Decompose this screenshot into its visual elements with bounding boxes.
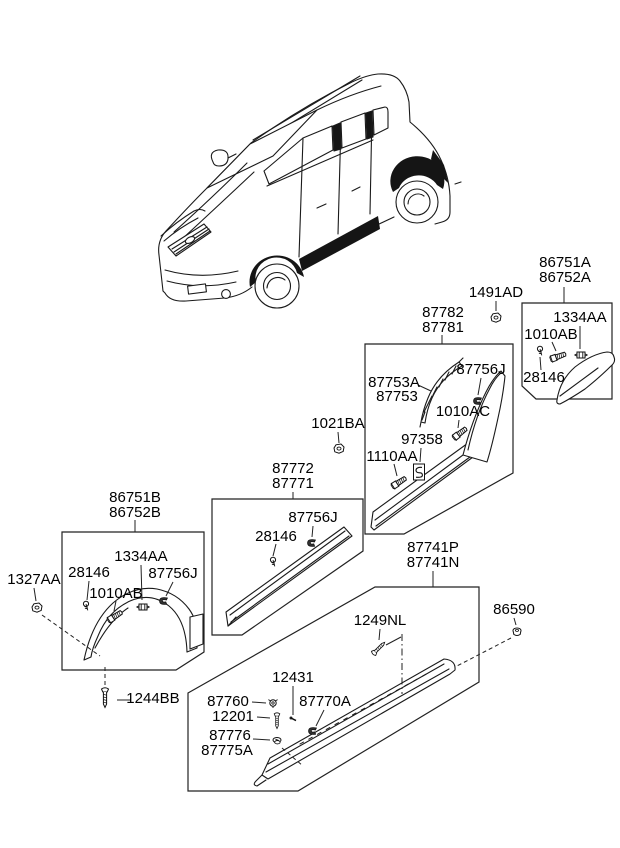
bolt-icon [451, 425, 469, 442]
part-label-1334AA: 1334AA [114, 548, 168, 565]
part-label-87753: 87753 [376, 388, 418, 405]
rear-quarter-moulding-drawing [556, 351, 616, 405]
part-label-87756J: 87756J [148, 565, 198, 582]
door-frame-garnish-drawing [419, 357, 464, 428]
group-box-front-door-garnish [364, 343, 514, 535]
part-label-1249NL: 1249NL [353, 612, 407, 629]
part-label-87775A: 87775A [201, 742, 253, 759]
group-box-rear-door-garnish [211, 498, 364, 636]
part-label-28146: 28146 [68, 564, 110, 581]
part-label-86590: 86590 [493, 601, 535, 618]
square-clip-icon [136, 603, 150, 611]
part-label-86752A: 86752A [539, 269, 591, 286]
part-label-1010AB: 1010AB [524, 326, 578, 343]
part-label-1334AA: 1334AA [553, 309, 607, 326]
part-label-87760: 87760 [207, 693, 249, 710]
vehicle-illustration [158, 73, 462, 309]
part-label-87782: 87782 [422, 304, 464, 321]
part-label-28146: 28146 [523, 369, 565, 386]
part-label-97358: 97358 [401, 431, 443, 448]
moulding-clip-icon [308, 727, 317, 735]
part-label-1244BB: 1244BB [126, 690, 180, 707]
ring-clip-icon [267, 699, 279, 709]
part-label-1021BA: 1021BA [311, 415, 365, 432]
side-sill-moulding-drawing [253, 658, 456, 787]
part-label-87741N: 87741N [406, 554, 460, 571]
screw-icon [101, 687, 109, 708]
small-screw-icon [269, 556, 277, 567]
small-screw-icon [536, 345, 544, 356]
moulding-clip-icon [307, 539, 316, 547]
rivet-icon [288, 715, 297, 722]
part-label-87781: 87781 [422, 319, 464, 336]
part-label-12431: 12431 [272, 669, 314, 686]
part-label-28146: 28146 [255, 528, 297, 545]
part-label-87772: 87772 [272, 460, 314, 477]
part-label-1491AD: 1491AD [468, 284, 524, 301]
part-label-86752B: 86752B [109, 504, 161, 521]
part-label-87753A: 87753A [368, 374, 420, 391]
screw-icon [370, 639, 388, 657]
part-label-1010AB: 1010AB [89, 585, 143, 602]
part-label-86751B: 86751B [109, 489, 161, 506]
part-label-1110AA: 1110AA [366, 448, 418, 465]
part-label-87776: 87776 [209, 727, 251, 744]
grommet-clip-icon [272, 737, 282, 745]
front-door-moulding-drawing [370, 370, 506, 531]
nut-icon [333, 443, 345, 454]
part-label-87741P: 87741P [407, 539, 459, 556]
part-label-87756J: 87756J [456, 361, 506, 378]
part-label-1010AC: 1010AC [435, 403, 491, 420]
adhesive-pad-icon [412, 463, 426, 481]
part-label-87771: 87771 [272, 475, 314, 492]
front-arch-moulding-drawing [83, 587, 204, 661]
body-plug-icon [512, 627, 522, 636]
bolt-icon [548, 350, 568, 363]
square-clip-icon [574, 351, 588, 359]
nut-icon [31, 602, 43, 613]
group-box-front-arch [61, 531, 205, 671]
part-label-86751A: 86751A [539, 254, 591, 271]
group-box-rear-arch [521, 302, 613, 400]
part-label-87756J: 87756J [288, 509, 338, 526]
screw-icon [273, 712, 281, 729]
bolt-icon [389, 474, 408, 490]
small-screw-icon [82, 600, 90, 611]
part-label-12201: 12201 [212, 708, 254, 725]
part-label-1327AA: 1327AA [7, 571, 61, 588]
nut-icon [490, 312, 502, 323]
group-box-side-sill [187, 586, 480, 792]
part-label-87770A: 87770A [299, 693, 351, 710]
rear-door-moulding-drawing [225, 526, 353, 627]
